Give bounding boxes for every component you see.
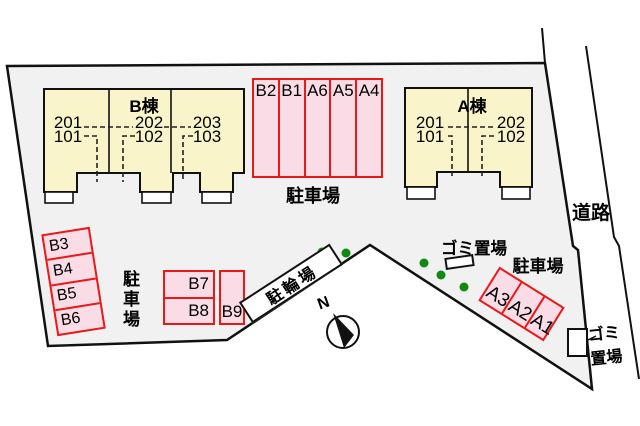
road-label: 道路 xyxy=(572,203,611,224)
building-a-unit-2: 202 102 xyxy=(491,113,531,146)
building-b-unit-1: 201 101 xyxy=(48,113,88,146)
parking-stall-b2: B2 xyxy=(255,81,277,100)
building-b-unit-2: 202 102 xyxy=(129,113,169,146)
garbage-lower-connector xyxy=(587,335,597,341)
building-b-name: B棟 xyxy=(129,97,159,116)
unit-upper: 202 xyxy=(134,113,164,132)
garbage-lower-label: ゴミ 置場 xyxy=(587,318,624,369)
unit-lower: 101 xyxy=(415,127,445,146)
parking-top-label: 駐車場 xyxy=(286,186,340,206)
parking-stall-b6: B6 xyxy=(55,301,104,334)
parking-mid-group-b9: B9 xyxy=(219,270,245,325)
building-b-unit-3: 203 103 xyxy=(187,113,227,146)
building-a-dashed-leaders xyxy=(448,126,494,176)
unit-upper: 201 xyxy=(53,113,83,132)
parking-stall-a4: A4 xyxy=(355,80,381,176)
garbage-lower-label-line1: ゴミ xyxy=(587,324,621,345)
parking-stall-b9: B9 xyxy=(221,302,243,321)
parking-stall-a6: A6 xyxy=(303,80,330,176)
building-b-dashed-leaders xyxy=(84,126,193,182)
road-right-edge-line xyxy=(585,45,640,380)
building-a-unit-1: 201 101 xyxy=(410,113,450,146)
parking-right-label: 駐車場 xyxy=(512,257,564,276)
unit-upper: 201 xyxy=(415,113,445,132)
unit-upper: 202 xyxy=(496,113,526,132)
building-b-porch-2 xyxy=(141,191,172,204)
building-a-name: A棟 xyxy=(457,97,487,116)
parking-mid-group-b7b8: B7 B8 xyxy=(163,270,215,325)
building-b-porch-1 xyxy=(44,191,74,204)
unit-lower: 102 xyxy=(134,127,164,146)
parking-top-group: B2 B1 A6 A5 A4 xyxy=(252,78,383,178)
building-b-footprint xyxy=(43,88,245,193)
unit-lower: 102 xyxy=(496,127,526,146)
unit-upper: 203 xyxy=(192,113,222,132)
road-left-spur-line xyxy=(541,27,546,64)
garbage-upper-label: ゴミ置場 xyxy=(441,240,507,258)
garbage-lower-label-line2: 置場 xyxy=(589,348,624,369)
building-a-porch-1 xyxy=(406,186,436,200)
parking-stall-b8: B8 xyxy=(165,296,213,324)
unit-lower: 103 xyxy=(192,127,222,146)
parking-stall-a5: A5 xyxy=(329,80,355,176)
building-a-porch-2 xyxy=(501,186,531,200)
parking-left-label: 駐車場 xyxy=(120,270,139,330)
parking-stall-b7: B7 xyxy=(188,274,209,294)
building-b-porch-3 xyxy=(201,191,232,204)
parking-stall-b1: B1 xyxy=(277,80,304,176)
unit-lower: 101 xyxy=(53,127,83,146)
compass-needle xyxy=(333,313,354,348)
garbage-lower-box xyxy=(567,328,588,357)
